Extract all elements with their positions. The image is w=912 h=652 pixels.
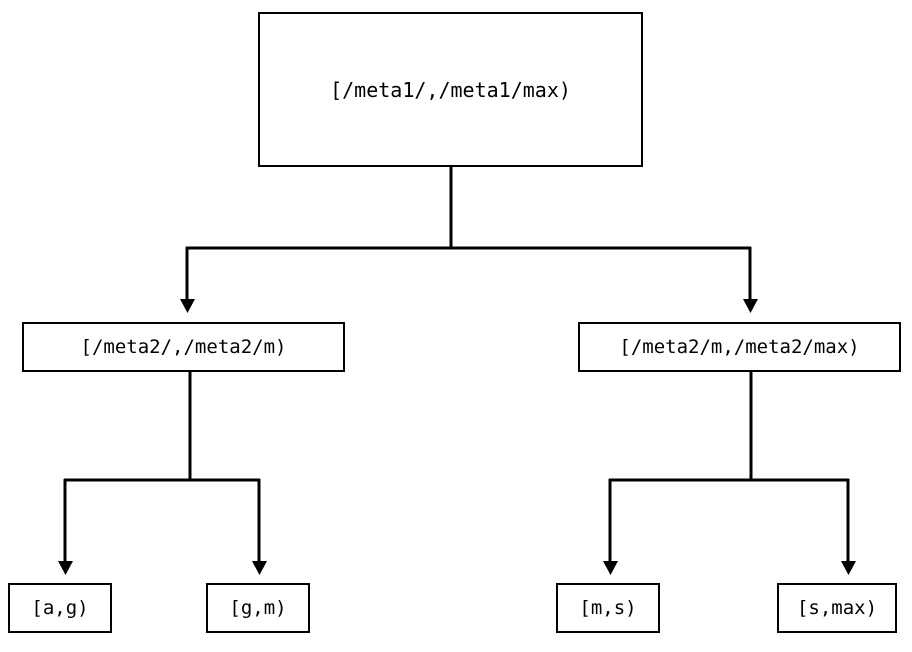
tree-node-mid-left-label: [/meta2/,/meta2/m) <box>80 335 287 358</box>
tree-node-leaf[interactable]: [a,g) <box>8 583 112 633</box>
tree-node-leaf-label: [m,s) <box>579 596 637 619</box>
arrowhead-leaf-1 <box>252 561 267 575</box>
edge-mid-right-to-leaves <box>603 372 856 575</box>
edge-root-to-mid <box>180 167 758 313</box>
tree-node-mid-right-label: [/meta2/m,/meta2/max) <box>619 335 860 358</box>
tree-node-leaf-label: [s,max) <box>796 596 878 619</box>
tree-node-leaf-label: [a,g) <box>31 596 89 619</box>
tree-node-root[interactable]: [/meta1/,/meta1/max) <box>258 12 643 167</box>
tree-node-mid-left[interactable]: [/meta2/,/meta2/m) <box>22 322 345 372</box>
arrowhead-leaf-3 <box>841 561 856 575</box>
tree-node-leaf[interactable]: [s,max) <box>777 583 897 633</box>
tree-node-leaf[interactable]: [m,s) <box>556 583 660 633</box>
arrowhead-mid-right <box>743 299 758 313</box>
tree-node-leaf[interactable]: [g,m) <box>206 583 310 633</box>
arrowhead-leaf-2 <box>603 561 618 575</box>
edge-mid-left-to-leaves <box>58 372 267 575</box>
arrowhead-leaf-0 <box>58 561 73 575</box>
tree-node-mid-right[interactable]: [/meta2/m,/meta2/max) <box>578 322 901 372</box>
tree-node-leaf-label: [g,m) <box>229 596 287 619</box>
tree-node-root-label: [/meta1/,/meta1/max) <box>330 77 571 102</box>
arrowhead-mid-left <box>180 299 195 313</box>
